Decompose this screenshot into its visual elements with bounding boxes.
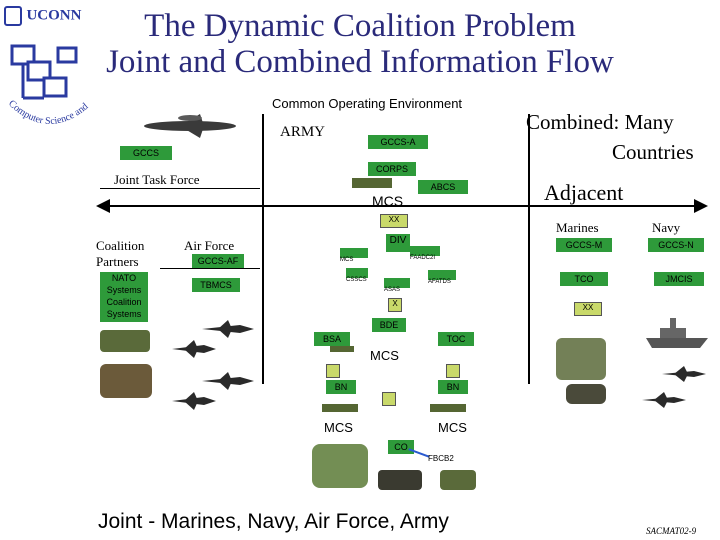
divider-right: [528, 114, 530, 384]
air-force-label: Air Force: [184, 238, 235, 253]
x-box: X: [388, 298, 402, 312]
coalition-soldiers-icon: [100, 330, 150, 352]
aircraft-icon-4: [170, 392, 216, 410]
bsa-box: BSA: [314, 332, 350, 346]
nato-line-1: NATO: [111, 273, 137, 283]
uconn-logo-text: UCONN: [26, 7, 82, 24]
bde-box: BDE: [372, 318, 406, 332]
uconn-seal-icon: [4, 6, 22, 26]
helicopter-icon: [566, 384, 606, 404]
mcs-small-label: MCS: [340, 257, 354, 263]
tbmcs-box: TBMCS: [192, 278, 240, 292]
tank-icon: [378, 470, 422, 490]
joint-footer: Joint - Marines, Navy, Air Force, Army: [98, 510, 449, 533]
cssc-box: CSSCS: [346, 268, 368, 283]
gccs-af-box: GCCS-AF: [192, 254, 244, 268]
afatds-label: AFATDS: [428, 279, 451, 285]
jmcis-box: JMCIS: [654, 272, 704, 286]
navy-aircraft-icon-1: [660, 366, 706, 382]
bn-right-sym: [446, 364, 460, 378]
co-box: CO: [388, 440, 414, 454]
nato-line-2: Systems: [106, 285, 142, 295]
army-label: ARMY: [280, 124, 326, 140]
gccs-box: GCCS: [120, 146, 172, 160]
navy-label: Navy: [652, 220, 681, 235]
afatds-box: AFATDS: [428, 270, 456, 285]
seal-text: Computer Science and Engineering: [0, 92, 100, 140]
faadc2i-label: FAADC2I: [410, 255, 436, 261]
marines-soldiers-icon: [556, 338, 606, 380]
jtf-line: [100, 188, 260, 189]
combined-label-1: Combined: Many: [526, 110, 674, 134]
ship-icon: [646, 314, 708, 350]
gccs-n-box: GCCS-N: [648, 238, 704, 252]
coalition-label-2: Partners: [96, 254, 139, 269]
bn-left-vehicle-icon: [322, 404, 358, 412]
bsa-vehicle-icon: [330, 346, 354, 352]
nato-box: NATO Systems Coalition Systems: [100, 272, 148, 322]
corps-vehicle-icon: [352, 178, 392, 188]
xx-box: XX: [380, 214, 408, 228]
marines-label: Marines: [556, 220, 599, 235]
coe-label: Common Operating Environment: [272, 96, 463, 111]
uconn-logo: UCONN: [4, 6, 84, 26]
arrow-left-icon: [96, 199, 110, 213]
arrow-right-icon: [694, 199, 708, 213]
bn-left-box: BN: [326, 380, 356, 394]
bn-right-vehicle-icon: [430, 404, 466, 412]
air-line: [160, 268, 260, 269]
fbcb2-label: FBCB2: [428, 454, 454, 463]
seal-textpath: Computer Science and Engineering: [0, 92, 92, 127]
mcs-mid-label: MCS: [370, 348, 399, 363]
div-box: DIV: [386, 234, 410, 252]
tco-box: TCO: [560, 272, 608, 286]
mcs-bottom-left-label: MCS: [324, 420, 353, 435]
title-line-1: The Dynamic Coalition Problem: [144, 8, 576, 44]
gccs-a-box: GCCS-A: [368, 135, 428, 149]
mcs-top-label: MCS: [372, 193, 404, 209]
mcs-small-box: MCS: [340, 248, 368, 263]
adjacent-arrow-line: [108, 205, 694, 207]
network-logo-icon: [6, 38, 84, 118]
corps-box: CORPS: [368, 162, 416, 176]
soldiers-icon: [312, 444, 368, 488]
aircraft-icon-3: [170, 340, 216, 358]
vehicle-icon: [440, 470, 476, 490]
cssc-label: CSSCS: [346, 277, 367, 283]
combined-label-2: Countries: [612, 140, 694, 164]
asas-box: ASAS: [384, 278, 410, 293]
bn-right-box: BN: [438, 380, 468, 394]
coalition-label-1: Coalition: [96, 238, 145, 253]
coalition-vehicle-icon: [100, 364, 152, 398]
adjacent-label: Adjacent: [544, 180, 624, 205]
bn-left-sym: [326, 364, 340, 378]
nato-line-3: Coalition: [106, 297, 142, 307]
toc-box: TOC: [438, 332, 474, 346]
asas-label: ASAS: [384, 287, 401, 293]
xx-right-box: XX: [574, 302, 602, 316]
gccs-m-box: GCCS-M: [556, 238, 612, 252]
jtf-label: Joint Task Force: [114, 172, 200, 187]
navy-aircraft-icon-2: [640, 392, 686, 408]
faadc2i-box: FAADC2I: [410, 246, 440, 261]
svg-text:Computer Science and Engineeri: Computer Science and Engineering: [0, 100, 92, 127]
aircraft-icon-2: [200, 372, 254, 390]
awacs-icon: [140, 112, 240, 138]
slide-code: SACMAT02-9: [646, 526, 697, 536]
mcs-bottom-right-label: MCS: [438, 420, 467, 435]
title-line-2: Joint and Combined Information Flow: [106, 44, 614, 80]
army-vertical-line: [262, 114, 264, 384]
aircraft-icon-1: [200, 320, 254, 338]
bn-center-sym: [382, 392, 396, 406]
abcs-box: ABCS: [418, 180, 468, 194]
nato-line-4: Systems: [106, 309, 142, 319]
